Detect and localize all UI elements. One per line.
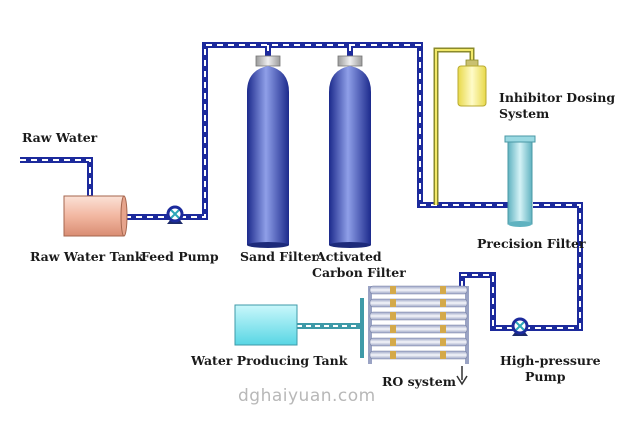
dosing-tank (457, 59, 487, 107)
sand-filter-vessel (247, 55, 289, 248)
product-pipe (297, 298, 364, 358)
raw-water-tank (63, 195, 128, 237)
raw-water-label: Raw Water (22, 130, 98, 145)
ro-drain-icon (456, 366, 468, 386)
ro-tube-band (390, 338, 396, 346)
inhibitor-dosing-label: Inhibitor Dosing (499, 90, 616, 105)
high-pressure-label: High-pressure (500, 353, 601, 368)
watermark-text: dghaiyuan.com (238, 386, 376, 406)
dosing-line (433, 47, 475, 205)
sand-filter-label: Sand Filter (240, 249, 318, 264)
system-label: System (499, 106, 550, 121)
ro-tube-band (440, 312, 446, 320)
ro-membrane-tube (369, 350, 468, 360)
high-pressure-pump-icon (511, 317, 529, 336)
ro-tube-band (390, 312, 396, 320)
water-producing-tank-label: Water Producing Tank (191, 353, 348, 368)
ro-tube-band (440, 299, 446, 307)
ro-feed-pipe (459, 272, 513, 331)
ro-tube-band (390, 325, 396, 333)
ro-tube-band (390, 351, 396, 359)
activated-label: Activated (316, 249, 382, 264)
ro-system-label: RO system (382, 374, 456, 389)
ro-tube-band (440, 325, 446, 333)
ro-tube-band (390, 299, 396, 307)
ro-membrane-tube (369, 298, 468, 308)
carbon-filter-label: Carbon Filter (312, 265, 406, 280)
ro-membrane-tube (369, 324, 468, 334)
pump-label: Pump (525, 369, 566, 384)
ro-membrane-tube (369, 311, 468, 321)
ro-membrane-tube (369, 337, 468, 347)
feed-pump-icon (166, 205, 184, 224)
raw-water-tank-label: Raw Water Tank (30, 249, 144, 264)
ro-tube-band (440, 286, 446, 294)
ro-tube-band (440, 351, 446, 359)
feed-pump-label: Feed Pump (141, 249, 219, 264)
water-producing-tank (234, 304, 298, 346)
precision-filter-label: Precision Filter (477, 236, 586, 251)
ro-membrane-rack (368, 285, 469, 364)
ro-tube-band (440, 338, 446, 346)
carbon-filter-vessel (329, 55, 371, 248)
ro-tube-band (390, 286, 396, 294)
ro-membrane-tube (369, 285, 468, 295)
precision-filter-vessel (504, 135, 536, 227)
main-pipe (20, 42, 583, 331)
